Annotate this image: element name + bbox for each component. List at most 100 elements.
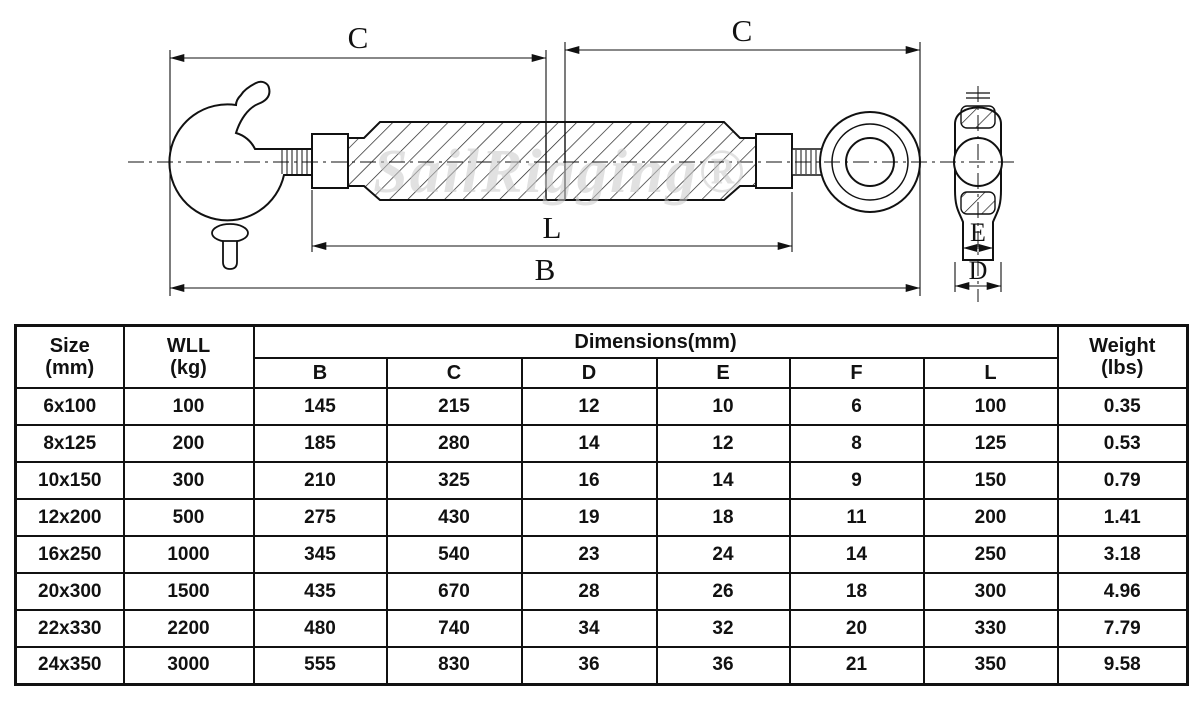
cell-l: 125 [922,424,1059,463]
cell-f: 11 [788,498,925,537]
cell-wll: 100 [122,387,255,426]
cell-l: 200 [922,498,1059,537]
cell-e: 14 [655,461,791,500]
cell-f: 20 [788,609,925,648]
cell-c: 670 [385,572,523,611]
header-dim-e: E [655,357,791,389]
cell-b: 275 [252,498,388,537]
cell-b: 145 [252,387,388,426]
header-wll: WLL (kg) [122,324,255,389]
cell-l: 250 [922,535,1059,574]
cell-size: 12x200 [14,498,125,537]
table-row: 10x150 300 210 325 16 14 9 150 0.79 [14,461,1189,500]
cell-weight: 7.79 [1056,609,1189,648]
cell-size: 22x330 [14,609,125,648]
cell-l: 100 [922,387,1059,426]
hook-outline [168,80,313,222]
dim-label-e: E [970,218,986,247]
cell-weight: 9.58 [1056,646,1189,685]
cell-wll: 500 [122,498,255,537]
table-row: 12x200 500 275 430 19 18 11 200 1.41 [14,498,1189,537]
cell-b: 555 [252,646,388,685]
dim-label-c-left: C [348,20,369,55]
cell-e: 36 [655,646,791,685]
cell-b: 435 [252,572,388,611]
cell-wll: 1500 [122,572,255,611]
cell-c: 540 [385,535,523,574]
centerlines [128,86,1014,302]
dim-label-b: B [535,252,556,287]
cell-e: 18 [655,498,791,537]
table-row: 22x330 2200 480 740 34 32 20 330 7.79 [14,609,1189,648]
cell-b: 185 [252,424,388,463]
cell-weight: 0.53 [1056,424,1189,463]
cell-l: 330 [922,609,1059,648]
cell-size: 16x250 [14,535,125,574]
cell-l: 350 [922,646,1059,685]
cell-wll: 300 [122,461,255,500]
cell-d: 23 [520,535,658,574]
cell-e: 24 [655,535,791,574]
cell-f: 18 [788,572,925,611]
spec-table: Size (mm) WLL (kg) Dimensions(mm) Weight… [14,324,1189,686]
cell-c: 740 [385,609,523,648]
cell-wll: 3000 [122,646,255,685]
cell-d: 12 [520,387,658,426]
header-dimensions-group: Dimensions(mm) [252,324,1059,359]
cell-weight: 4.96 [1056,572,1189,611]
cell-c: 325 [385,461,523,500]
cell-size: 20x300 [14,572,125,611]
dim-label-d: D [969,256,988,285]
cell-e: 32 [655,609,791,648]
cell-e: 12 [655,424,791,463]
cell-f: 14 [788,535,925,574]
cell-size: 8x125 [14,424,125,463]
cell-e: 26 [655,572,791,611]
cell-b: 210 [252,461,388,500]
cell-d: 16 [520,461,658,500]
cell-e: 10 [655,387,791,426]
cell-f: 6 [788,387,925,426]
dim-label-c-right: C [732,13,753,48]
header-dim-d: D [520,357,658,389]
cell-f: 9 [788,461,925,500]
cell-f: 8 [788,424,925,463]
table-row: 6x100 100 145 215 12 10 6 100 0.35 [14,387,1189,426]
cell-c: 280 [385,424,523,463]
cell-size: 24x350 [14,646,125,685]
table-row: 8x125 200 185 280 14 12 8 125 0.53 [14,424,1189,463]
header-dim-c: C [385,357,523,389]
cell-d: 14 [520,424,658,463]
dim-label-l: L [543,210,562,245]
cell-f: 21 [788,646,925,685]
cell-b: 480 [252,609,388,648]
cell-size: 10x150 [14,461,125,500]
hook-toggle-pin [211,223,249,270]
cell-d: 19 [520,498,658,537]
header-size: Size (mm) [14,324,125,389]
cell-c: 430 [385,498,523,537]
header-dim-l: L [922,357,1059,389]
table-row: 16x250 1000 345 540 23 24 14 250 3.18 [14,535,1189,574]
cell-wll: 200 [122,424,255,463]
right-nut [755,133,793,189]
left-nut [311,133,349,189]
cell-weight: 1.41 [1056,498,1189,537]
cell-b: 345 [252,535,388,574]
turnbuckle-drawing: SailRigging® C C L B E D [128,13,1014,302]
cell-l: 150 [922,461,1059,500]
cell-d: 36 [520,646,658,685]
cell-d: 34 [520,609,658,648]
hook [168,80,313,270]
watermark: SailRigging® [373,138,747,206]
cell-wll: 2200 [122,609,255,648]
header-dim-f: F [788,357,925,389]
eye [819,111,921,213]
cell-c: 830 [385,646,523,685]
cell-weight: 0.35 [1056,387,1189,426]
cell-weight: 3.18 [1056,535,1189,574]
cell-size: 6x100 [14,387,125,426]
cell-l: 300 [922,572,1059,611]
cell-d: 28 [520,572,658,611]
